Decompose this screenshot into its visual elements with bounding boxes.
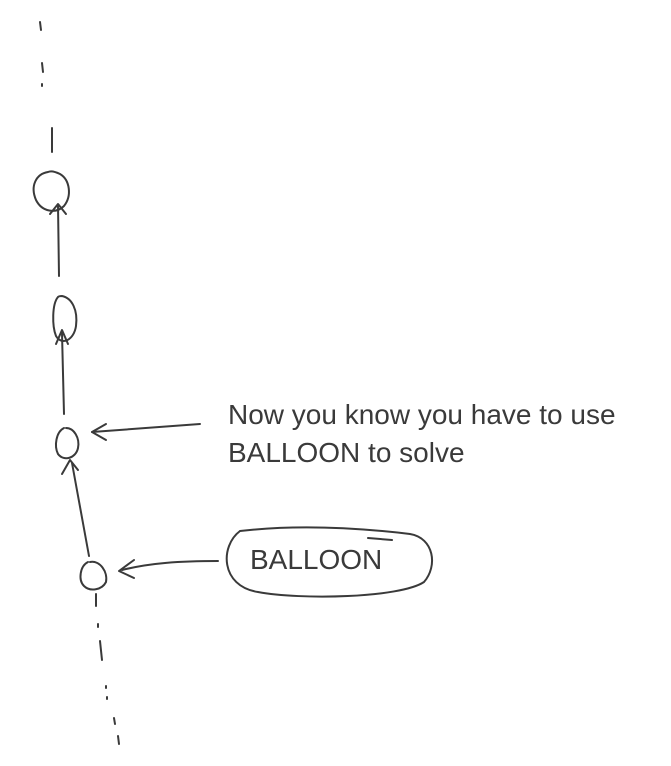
arrow-shaft: [91, 423, 201, 433]
balloon-label: BALLOON: [250, 544, 383, 575]
chain-node-4: [79, 560, 108, 591]
arrow-head: [91, 423, 107, 441]
note-arrow: [91, 423, 201, 441]
chain-node-3: [55, 427, 80, 475]
arrow-shaft: [121, 560, 219, 571]
balloon-arrow: [118, 559, 219, 579]
chain-node-1: [32, 170, 70, 215]
dash-mark: [99, 640, 103, 661]
note-line-1: Now you know you have to use: [228, 399, 616, 430]
chain-top-dashes: [39, 21, 53, 153]
balloon-overline: [367, 537, 393, 541]
dash-mark: [39, 21, 42, 31]
chain-connector: [71, 462, 90, 557]
dash-mark: [117, 735, 120, 745]
chain-connector: [57, 204, 60, 277]
arrow-head: [118, 559, 135, 579]
balloon-ellipse: [225, 526, 433, 598]
node-circle: [79, 560, 108, 591]
node-circle: [32, 170, 70, 212]
dash-mark: [113, 717, 116, 725]
node-circle: [52, 295, 78, 342]
chain-connector: [61, 332, 65, 415]
note-text: Now you know you have to use BALLOON to …: [228, 396, 616, 472]
node-arrowhead: [61, 459, 79, 475]
node-arrowhead: [49, 203, 67, 215]
node-circle: [55, 427, 80, 460]
chain-bottom-dashes: [95, 593, 120, 745]
chain-node-2: [52, 295, 78, 345]
node-arrowhead: [55, 329, 69, 345]
dash-mark: [41, 62, 44, 73]
note-line-2: BALLOON to solve: [228, 437, 465, 468]
